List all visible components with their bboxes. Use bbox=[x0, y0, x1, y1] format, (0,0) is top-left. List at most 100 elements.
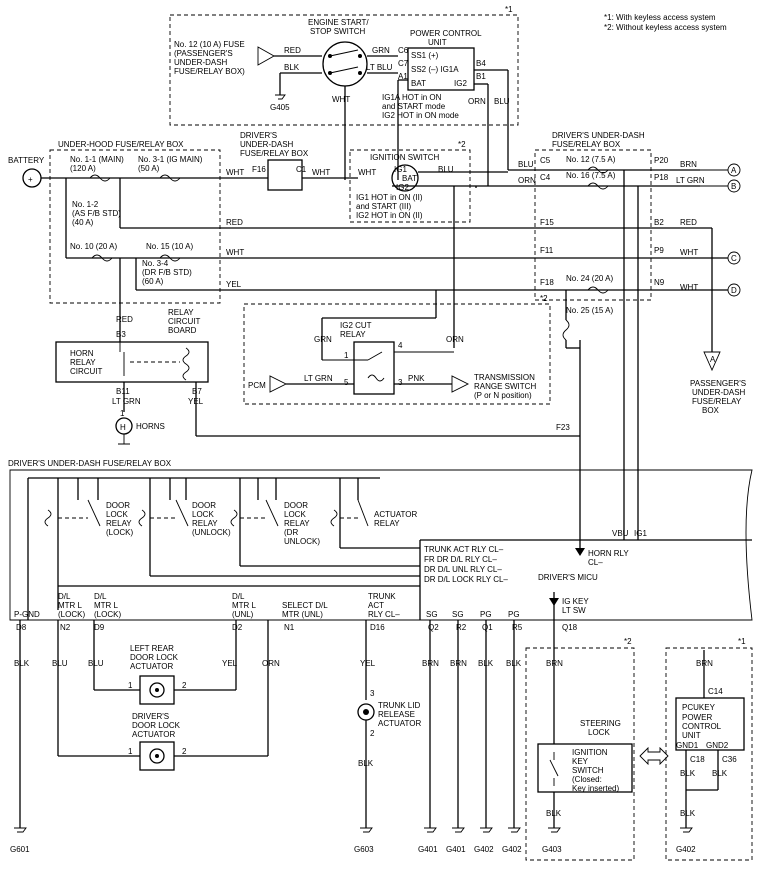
svg-text:N9: N9 bbox=[654, 278, 665, 287]
svg-text:DOOR: DOOR bbox=[192, 501, 216, 510]
g401-label: G401 bbox=[418, 845, 438, 854]
relay-circuit-board-label: RELAY CIRCUIT BOARD bbox=[168, 308, 201, 335]
left-rear-door-lock-actuator: LEFT REAR DOOR LOCK ACTUATOR bbox=[130, 644, 179, 705]
drivers-box-title: DRIVER'S UNDER-DASH FUSE/RELAY BOX bbox=[8, 459, 172, 468]
svg-text:D/L: D/L bbox=[58, 592, 71, 601]
steering-lock-box bbox=[525, 647, 635, 861]
svg-text:P18: P18 bbox=[654, 173, 669, 182]
svg-text:RELAY: RELAY bbox=[192, 519, 218, 528]
ground-symbols bbox=[14, 827, 693, 833]
svg-text:RELAY: RELAY bbox=[340, 330, 366, 339]
svg-text:F15: F15 bbox=[540, 218, 554, 227]
svg-text:ORN: ORN bbox=[468, 97, 486, 106]
svg-text:PG: PG bbox=[480, 610, 492, 619]
svg-text:ORN: ORN bbox=[518, 176, 536, 185]
svg-text:WHT: WHT bbox=[226, 248, 244, 257]
drivers-door-lock-actuator: DRIVER'S DOOR LOCK ACTUATOR bbox=[132, 712, 181, 771]
g401-label-2: G401 bbox=[446, 845, 466, 854]
trunk-lid-release-actuator: 3 TRUNK LID RELEASE ACTUATOR 2 bbox=[357, 689, 421, 738]
svg-text:RELAY: RELAY bbox=[168, 308, 194, 317]
connector-d bbox=[727, 283, 741, 297]
ig2-cut-relay bbox=[353, 341, 395, 395]
g405-ground: G405 bbox=[270, 103, 290, 112]
ignition-switch: IG1 BAT IG2 bbox=[391, 164, 419, 192]
svg-text:IG2: IG2 bbox=[396, 183, 409, 192]
svg-text:BLK: BLK bbox=[478, 659, 494, 668]
svg-text:LT GRN: LT GRN bbox=[676, 176, 705, 185]
svg-text:5: 5 bbox=[344, 378, 349, 387]
svg-text:and START mode: and START mode bbox=[382, 102, 446, 111]
svg-text:IG1 HOT in ON (II): IG1 HOT in ON (II) bbox=[356, 193, 423, 202]
svg-text:PASSENGER'S: PASSENGER'S bbox=[690, 379, 746, 388]
svg-text:PCM: PCM bbox=[248, 381, 266, 390]
svg-text:3: 3 bbox=[370, 689, 375, 698]
svg-text:CIRCUIT: CIRCUIT bbox=[70, 367, 103, 376]
svg-text:SS2 (–) IG1A: SS2 (–) IG1A bbox=[411, 65, 459, 74]
svg-text:RED: RED bbox=[116, 315, 133, 324]
svg-text:IG1: IG1 bbox=[394, 165, 407, 174]
micu-pin-labels: P-GND D/L MTR L (LOCK) D/L MTR L (LOCK) … bbox=[14, 592, 520, 619]
micu-label: DRIVER'S MICU bbox=[538, 573, 598, 582]
svg-text:ACT: ACT bbox=[368, 601, 384, 610]
svg-text:UNDER-DASH: UNDER-DASH bbox=[692, 388, 746, 397]
svg-text:No. 1-1 (MAIN): No. 1-1 (MAIN) bbox=[70, 155, 124, 164]
battery-label: BATTERY bbox=[8, 156, 45, 165]
svg-text:RELAY: RELAY bbox=[284, 519, 310, 528]
svg-text:UNLOCK): UNLOCK) bbox=[284, 537, 320, 546]
svg-text:CIRCUIT: CIRCUIT bbox=[168, 317, 201, 326]
svg-text:MTR L: MTR L bbox=[94, 601, 119, 610]
svg-text:C7: C7 bbox=[398, 59, 409, 68]
note-1: *1: With keyless access system bbox=[604, 13, 716, 22]
svg-text:4: 4 bbox=[398, 341, 403, 350]
svg-text:F11: F11 bbox=[540, 246, 554, 255]
fuse-1-1 bbox=[89, 174, 111, 182]
svg-text:LT BLU: LT BLU bbox=[366, 63, 393, 72]
svg-text:WHT: WHT bbox=[680, 283, 698, 292]
svg-text:SG: SG bbox=[426, 610, 438, 619]
svg-text:No. 12 (7.5 A): No. 12 (7.5 A) bbox=[566, 155, 616, 164]
svg-text:(LOCK): (LOCK) bbox=[94, 610, 121, 619]
svg-text:IGNITION: IGNITION bbox=[572, 748, 608, 757]
door-lock-relay-unlock: DOOR LOCK RELAY (UNLOCK) bbox=[138, 478, 231, 576]
svg-text:C4: C4 bbox=[540, 173, 551, 182]
svg-text:Q18: Q18 bbox=[562, 623, 578, 632]
svg-text:DRIVER'S UNDER-DASH: DRIVER'S UNDER-DASH bbox=[552, 131, 645, 140]
svg-text:RELAY: RELAY bbox=[374, 519, 400, 528]
svg-text:N2: N2 bbox=[60, 623, 71, 632]
svg-text:B2: B2 bbox=[654, 218, 664, 227]
svg-text:POWER CONTROL: POWER CONTROL bbox=[410, 29, 482, 38]
svg-text:BLK: BLK bbox=[14, 659, 30, 668]
svg-text:LT SW: LT SW bbox=[562, 606, 586, 615]
svg-text:BRN: BRN bbox=[546, 659, 563, 668]
svg-text:BLU: BLU bbox=[52, 659, 68, 668]
svg-text:(AS F/B STD): (AS F/B STD) bbox=[72, 209, 121, 218]
svg-text:FR DR D/L RLY CL–: FR DR D/L RLY CL– bbox=[424, 555, 497, 564]
svg-text:SWITCH: SWITCH bbox=[572, 766, 604, 775]
svg-text:WHT: WHT bbox=[358, 168, 376, 177]
door-lock-relay-lock: DOOR LOCK RELAY (LOCK) bbox=[44, 478, 133, 610]
svg-text:C18: C18 bbox=[690, 755, 705, 764]
svg-text:PCUKEY: PCUKEY bbox=[682, 703, 716, 712]
svg-text:*2: *2 bbox=[458, 140, 466, 149]
svg-text:BLU: BLU bbox=[494, 97, 510, 106]
svg-text:Key inserted): Key inserted) bbox=[572, 784, 619, 793]
engine-start-stop-switch: ENGINE START/ STOP SWITCH bbox=[308, 18, 369, 87]
svg-text:No. 10 (20 A): No. 10 (20 A) bbox=[70, 242, 117, 251]
svg-text:TRUNK ACT RLY CL–: TRUNK ACT RLY CL– bbox=[424, 545, 504, 554]
svg-text:RELAY: RELAY bbox=[70, 358, 96, 367]
svg-text:No. 25 (15 A): No. 25 (15 A) bbox=[566, 306, 613, 315]
svg-text:UNIT: UNIT bbox=[682, 731, 701, 740]
svg-text:IG2 HOT in ON (II): IG2 HOT in ON (II) bbox=[356, 211, 423, 220]
svg-text:C6: C6 bbox=[398, 46, 409, 55]
svg-text:1: 1 bbox=[128, 747, 133, 756]
svg-text:2: 2 bbox=[370, 729, 375, 738]
svg-text:1: 1 bbox=[128, 681, 133, 690]
svg-text:HORNS: HORNS bbox=[136, 422, 165, 431]
svg-text:B1: B1 bbox=[476, 72, 486, 81]
svg-text:TRANSMISSION: TRANSMISSION bbox=[474, 373, 535, 382]
svg-text:(120 A): (120 A) bbox=[70, 164, 96, 173]
svg-text:D8: D8 bbox=[16, 623, 27, 632]
connector-c bbox=[727, 251, 741, 265]
power-control-unit: POWER CONTROL UNIT C6 C7 A1 B4 B1 SS1 (+… bbox=[398, 29, 486, 91]
svg-text:Q1: Q1 bbox=[482, 623, 493, 632]
